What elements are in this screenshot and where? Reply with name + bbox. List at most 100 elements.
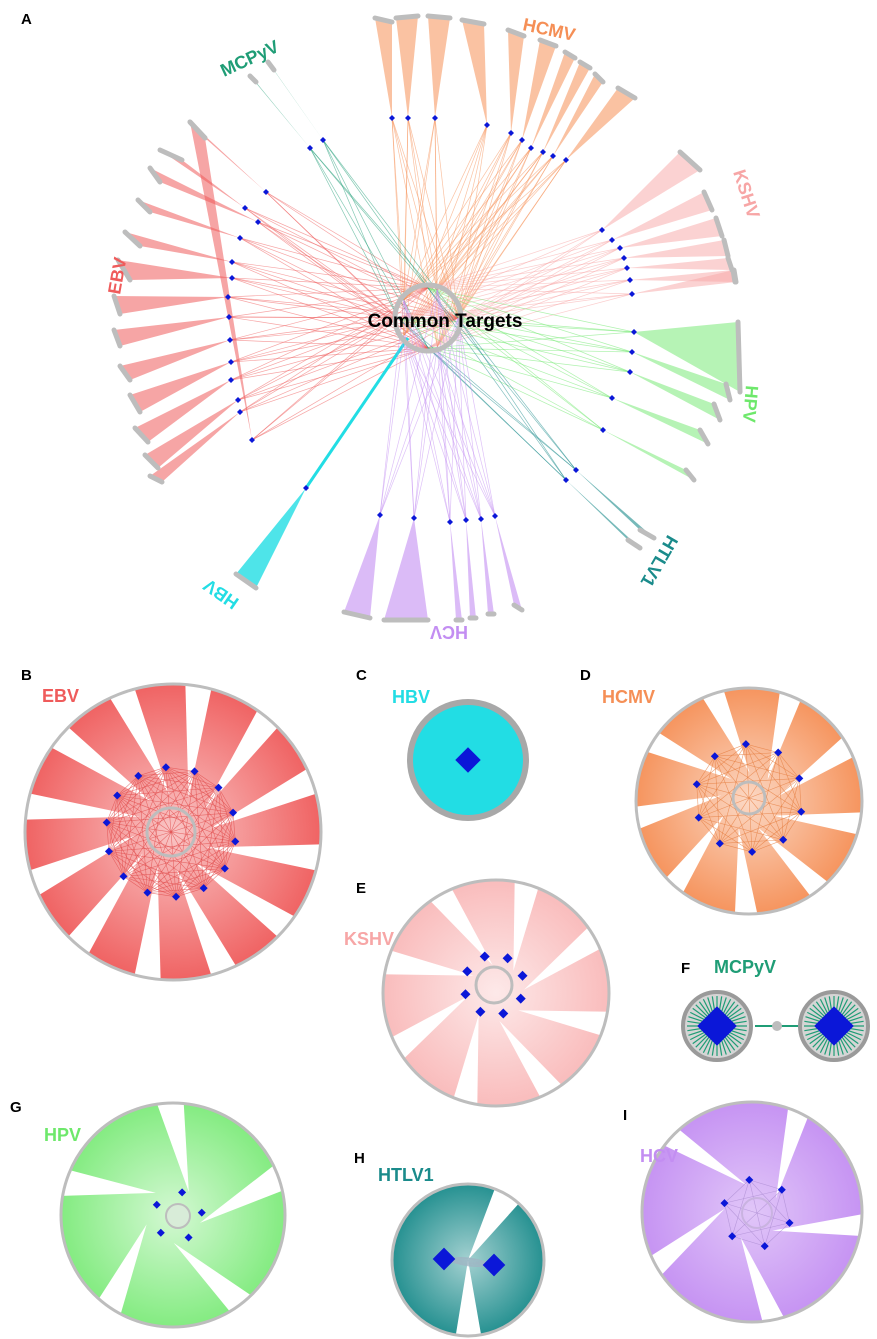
edge-line: [427, 287, 633, 295]
star-edge: [165, 767, 204, 889]
hcv-hub: [741, 1197, 773, 1229]
hcv-target-node: [447, 519, 453, 525]
kshv-fan: [632, 270, 736, 294]
gene-arc: [677, 149, 703, 173]
edge-line: [397, 317, 633, 353]
hpv-fan: [603, 430, 694, 480]
htlv1-target-node: [563, 477, 569, 483]
edge-line: [457, 239, 613, 319]
edge-line: [457, 229, 603, 319]
gene-arc: [697, 427, 711, 447]
ebv-node: [229, 808, 238, 817]
hcmv-node: [779, 835, 788, 844]
gene-arc: [122, 229, 143, 249]
star-edge: [138, 775, 219, 788]
edge-line: [391, 117, 438, 347]
star-edge: [745, 743, 802, 812]
star-edge: [117, 795, 236, 842]
hcv-fan: [481, 519, 494, 614]
gene-arc: [111, 293, 123, 317]
edge-line: [251, 347, 429, 441]
hpv-node: [152, 1200, 161, 1209]
star-edge: [698, 743, 747, 818]
edge-line: [230, 317, 459, 363]
star-edge: [106, 822, 124, 877]
star-edge: [123, 775, 139, 877]
ebv-title: EBV: [42, 686, 79, 706]
white-wedge: [209, 766, 320, 829]
hcv-fan: [450, 522, 462, 620]
white-wedge: [740, 1237, 786, 1326]
star-edge: [714, 743, 747, 757]
edge-line: [244, 207, 399, 319]
ebv-fan: [125, 232, 232, 262]
hcmv-target-node: [528, 145, 534, 151]
ebv-node: [113, 791, 122, 800]
hpv-title: HPV: [44, 1125, 81, 1145]
hcmv-target-node: [405, 115, 411, 121]
ebv-target-node: [249, 437, 255, 443]
ebv-target-node: [226, 314, 232, 320]
gene-arc: [537, 37, 559, 49]
mcpyv-bridge-node: [772, 1021, 782, 1031]
hcmv-fan: [508, 30, 524, 133]
edge-line: [230, 317, 399, 381]
star-edge: [106, 822, 110, 852]
mcpyv-fan: [250, 76, 310, 148]
hcv-target-node: [492, 513, 498, 519]
star-edge: [147, 892, 177, 898]
star-edge: [123, 841, 236, 877]
edge-line: [231, 277, 399, 319]
edge-line: [397, 293, 633, 319]
edge-line: [427, 347, 604, 431]
star-edge: [116, 795, 204, 889]
htlv1-node-left: [432, 1247, 456, 1271]
white-wedge: [773, 812, 866, 836]
star-edge: [749, 1179, 782, 1191]
edge-line: [229, 339, 429, 349]
star-edge: [108, 771, 195, 852]
hcmv-fan: [462, 20, 487, 125]
star-edge: [714, 755, 800, 779]
mcpyv-left-cluster: [681, 990, 753, 1062]
ebv-fan: [150, 412, 240, 482]
edge-line: [403, 300, 415, 519]
edge-line: [427, 287, 577, 471]
edge-line: [457, 147, 532, 319]
edge-line: [403, 132, 512, 336]
ebv-outer-ring: [23, 682, 323, 982]
hcmv-target-node: [563, 157, 569, 163]
virus-label-ebv: EBV: [104, 256, 130, 296]
edge-line: [403, 117, 409, 301]
edge-line: [227, 296, 399, 319]
star-edge: [138, 775, 177, 897]
edge-line: [457, 267, 628, 319]
edge-line: [403, 300, 496, 517]
hcv-star-edges: [724, 1179, 790, 1247]
edge-line: [309, 147, 399, 319]
kshv-node: [517, 970, 528, 981]
star-edge: [106, 822, 204, 889]
edge-line: [244, 207, 429, 289]
panel-letter-i: I: [623, 1107, 627, 1124]
gene-arc: [157, 147, 185, 163]
panel-f-mcpyv-network: MCPyV: [681, 957, 870, 1062]
gene-arc: [713, 215, 725, 239]
edge-line: [434, 117, 459, 319]
star-edge: [745, 743, 779, 753]
gene-arc: [341, 609, 373, 621]
edge-line: [227, 287, 429, 298]
edge-line: [436, 139, 523, 347]
kshv-target-node: [624, 265, 630, 271]
star-edge: [696, 752, 779, 785]
mcpyv-target-node: [307, 145, 313, 151]
edge-line: [427, 267, 628, 289]
edge-line: [436, 132, 512, 290]
star-edge: [106, 822, 177, 898]
edge-line: [265, 191, 429, 289]
edge-line: [257, 221, 429, 349]
star-edge: [138, 775, 226, 869]
edge-line: [437, 155, 554, 290]
edge-line: [437, 159, 567, 290]
mcpyv-fan: [268, 62, 323, 140]
